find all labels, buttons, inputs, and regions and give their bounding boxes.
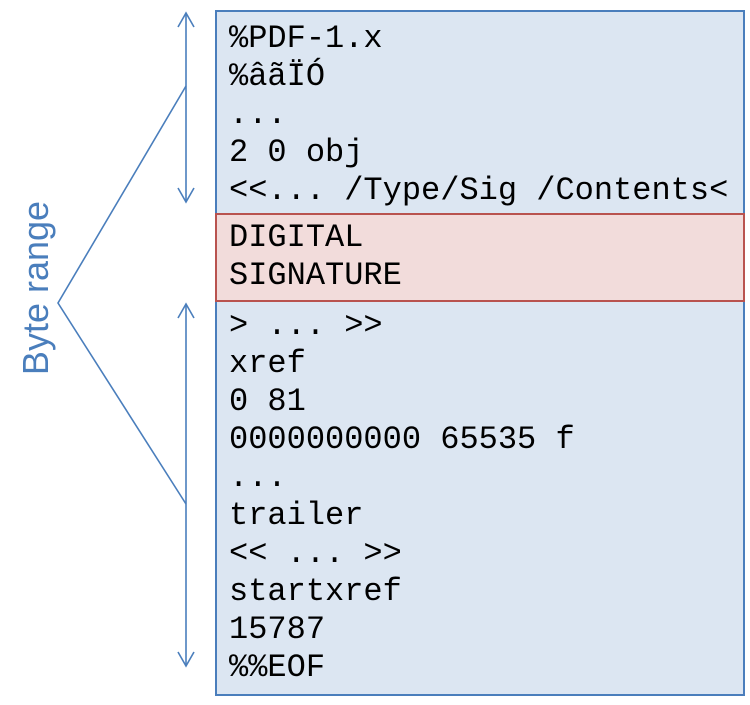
code-line: %%EOF: [229, 649, 326, 686]
byte-range-label: Byte range: [15, 201, 56, 375]
code-line: ...: [229, 96, 287, 133]
code-line: <<... /Type/Sig /Contents<: [229, 172, 729, 209]
code-line: xref: [229, 345, 306, 382]
code-line: << ... >>: [229, 535, 402, 572]
code-line: startxref: [229, 573, 402, 610]
byte-range-annotation: Byte range: [15, 11, 195, 668]
code-line: 0 81: [229, 383, 306, 420]
code-line: %PDF-1.x: [229, 20, 383, 57]
code-line: DIGITAL: [229, 219, 364, 256]
code-line: SIGNATURE: [229, 257, 402, 294]
code-line: 0000000000 65535 f: [229, 421, 575, 458]
code-line: 2 0 obj: [229, 134, 364, 171]
code-line: 15787: [229, 611, 326, 648]
code-line: trailer: [229, 497, 364, 534]
pdf-file-box: %PDF-1.x%âãÏÓ...2 0 obj<<... /Type/Sig /…: [215, 10, 745, 696]
code-line: ...: [229, 459, 287, 496]
code-line: > ... >>: [229, 307, 383, 344]
pdf-header-section: %PDF-1.x%âãÏÓ...2 0 obj<<... /Type/Sig /…: [215, 10, 745, 213]
byte-range-arrow-top: [177, 11, 195, 204]
byte-range-brace-icon: [57, 85, 187, 505]
byte-range-arrow-bottom: [177, 302, 195, 668]
code-line: %âãÏÓ: [229, 58, 326, 95]
